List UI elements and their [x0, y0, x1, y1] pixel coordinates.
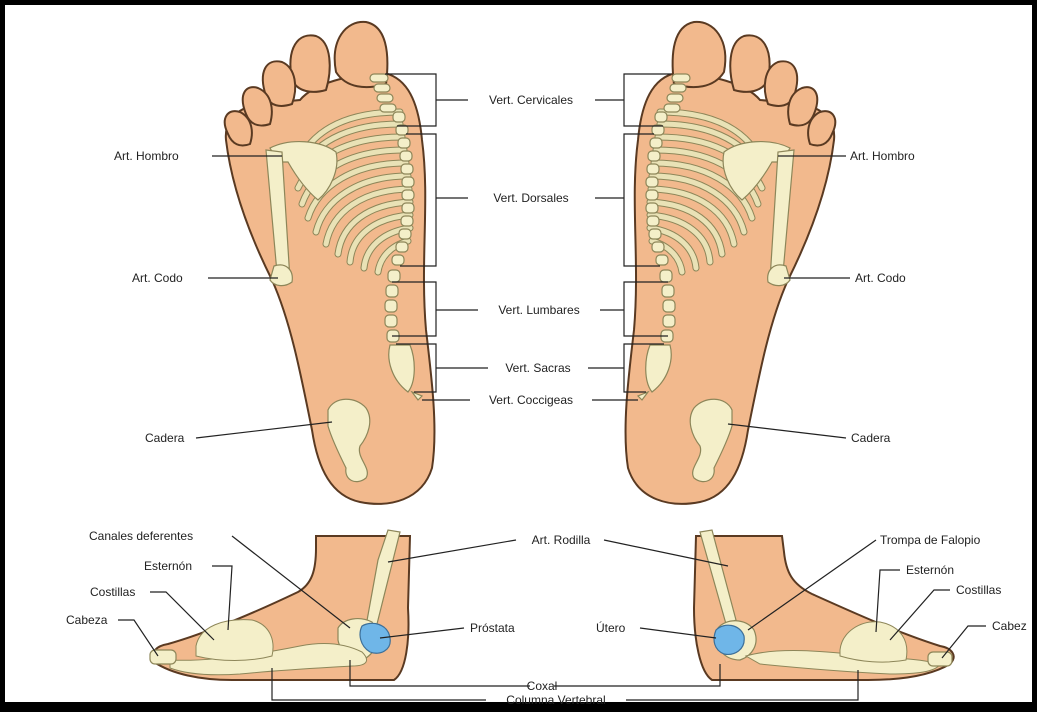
- label-cadera-right: Cadera: [851, 431, 891, 445]
- label-esternon-left: Esternón: [144, 559, 192, 573]
- right-side-head: [928, 652, 952, 666]
- label-esternon-right: Esternón: [906, 563, 954, 577]
- label-canales-deferentes: Canales deferentes: [89, 529, 193, 543]
- label-art-hombro-left: Art. Hombro: [114, 149, 179, 163]
- label-art-codo-left: Art. Codo: [132, 271, 183, 285]
- label-vert-cervicales: Vert. Cervicales: [489, 93, 573, 107]
- left-elbow: [270, 265, 292, 286]
- label-cadera-left: Cadera: [145, 431, 185, 445]
- label-prostata: Próstata: [470, 621, 515, 635]
- frame: [3, 3, 1034, 704]
- label-utero: Útero: [596, 620, 626, 635]
- label-vert-lumbares: Vert. Lumbares: [498, 303, 579, 317]
- label-vert-coccigeas: Vert. Coccigeas: [489, 393, 573, 407]
- label-costillas-right: Costillas: [956, 583, 1001, 597]
- label-cabeza-right: Cabez: [992, 619, 1027, 633]
- label-trompa-falopio: Trompa de Falopio: [880, 533, 981, 547]
- left-toe-2: [290, 35, 329, 91]
- label-costillas-left: Costillas: [90, 585, 135, 599]
- label-vert-dorsales: Vert. Dorsales: [493, 191, 568, 205]
- label-art-codo-right: Art. Codo: [855, 271, 906, 285]
- label-vert-sacras: Vert. Sacras: [505, 361, 570, 375]
- label-coxal: Coxal: [527, 679, 558, 693]
- left-side-head: [150, 650, 176, 664]
- right-utero: [714, 625, 744, 654]
- label-cabeza-left: Cabeza: [66, 613, 108, 627]
- label-art-hombro-right: Art. Hombro: [850, 149, 915, 163]
- label-art-rodilla: Art. Rodilla: [532, 533, 591, 547]
- label-columna-vertebral: Columna Vertebral: [506, 693, 605, 707]
